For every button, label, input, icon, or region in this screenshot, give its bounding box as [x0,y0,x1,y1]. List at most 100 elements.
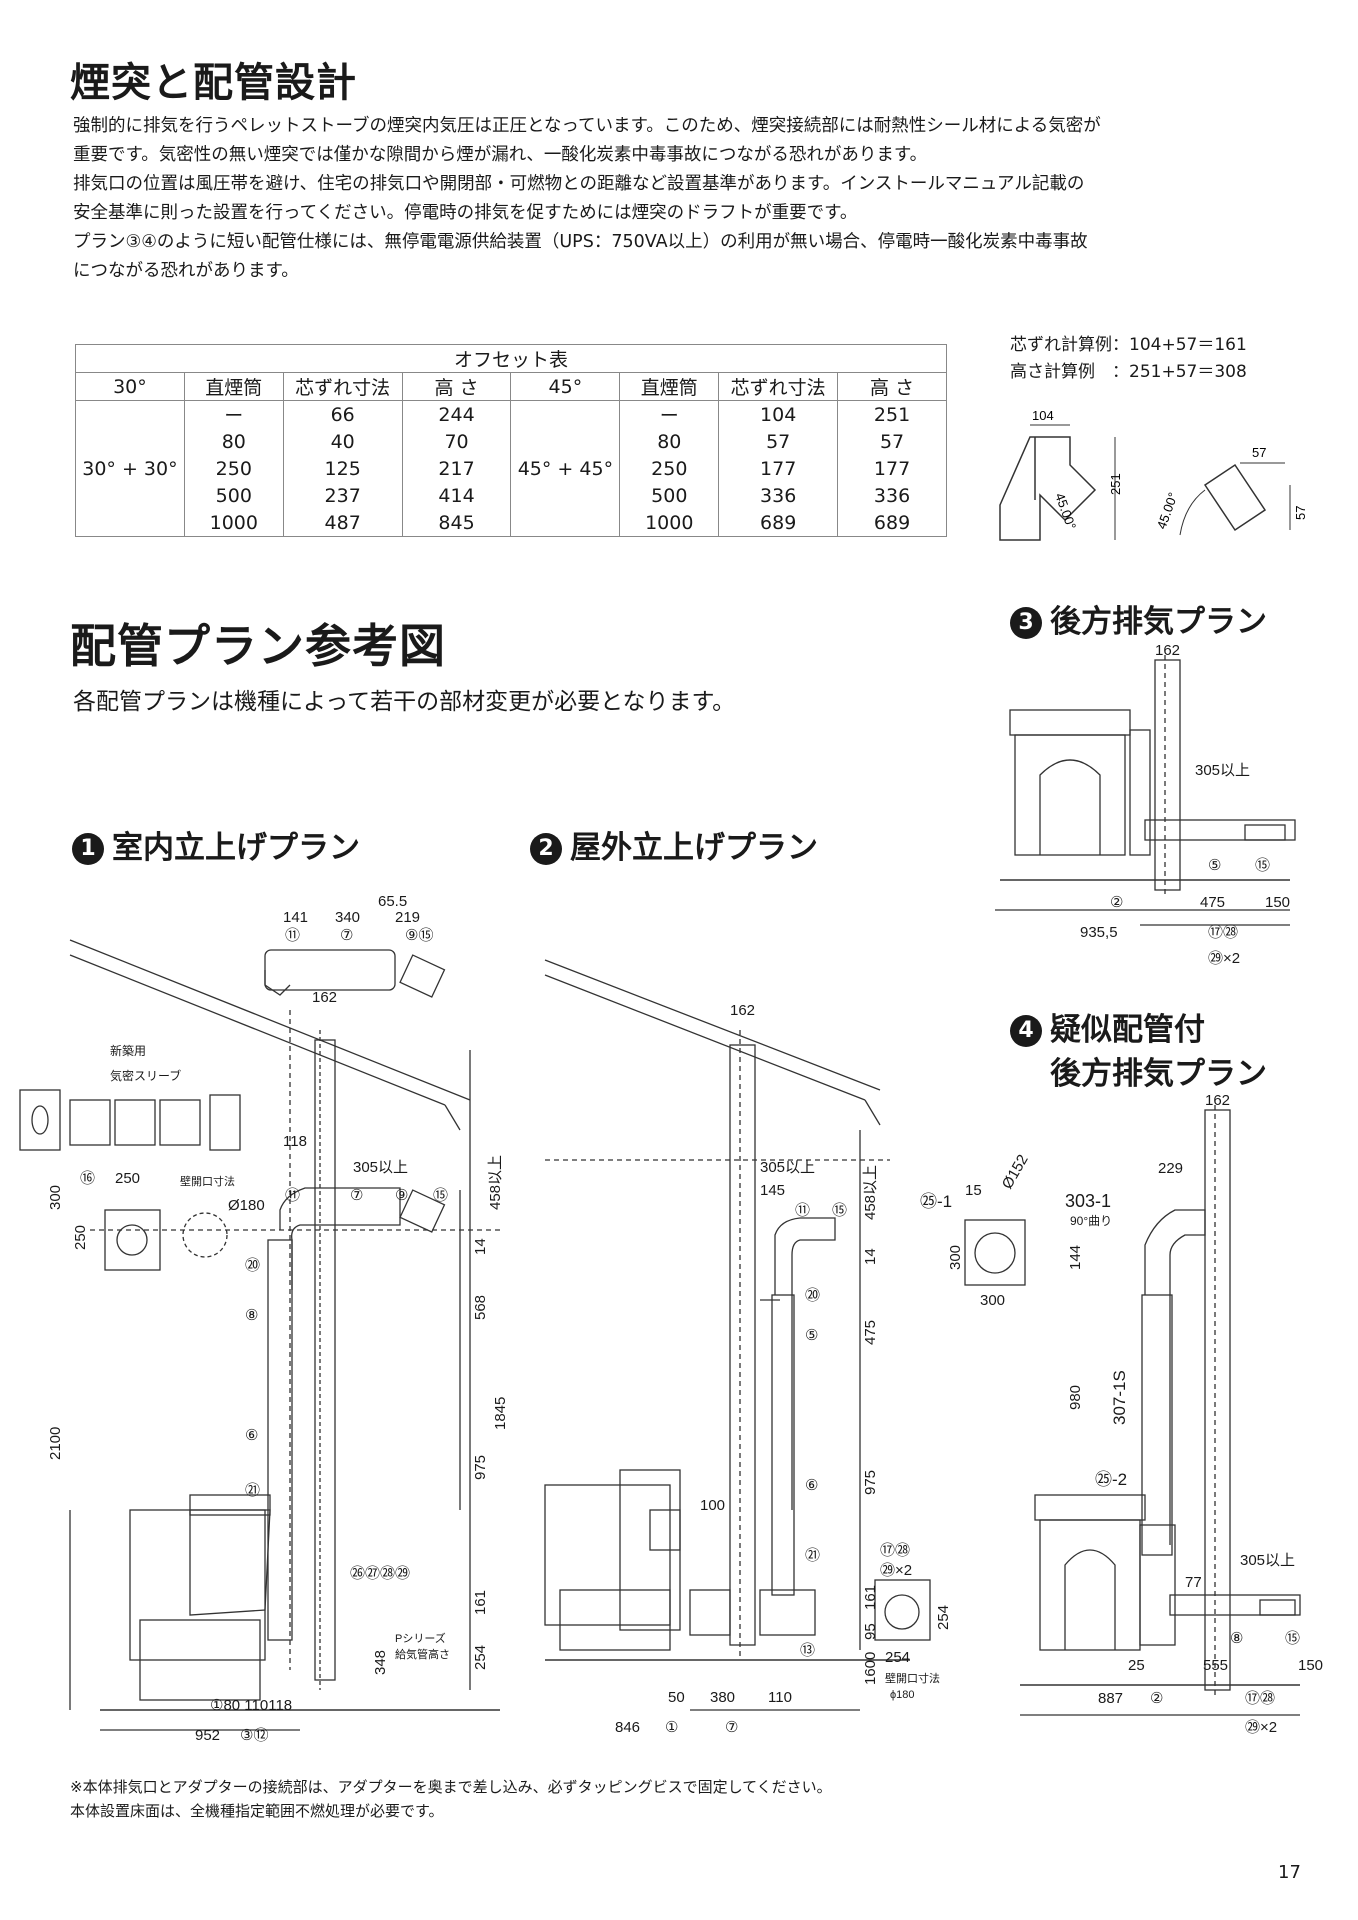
p4-c17-28: ⑰㉘ [1245,1690,1275,1707]
p1-pseries2: 給気管高さ [395,1647,450,1661]
p1-sleeve2: 気密スリーブ [110,1068,181,1083]
cell: 125 [282,455,403,482]
p2-d95: 95 [862,1623,879,1640]
p1-d1845: 1845 [492,1397,509,1430]
p1-c7: ⑦ [340,927,353,944]
p3-c15: ⑮ [1255,857,1270,874]
p1-c3-12: ③⑫ [240,1727,268,1744]
notes: ※本体排気口とアダプターの接続部は、アダプターを奥まで差し込み、必ずタッピングビ… [70,1775,832,1823]
p4-d150: 150 [1298,1657,1323,1674]
p2-c13: ⑬ [800,1642,815,1659]
p1-d340: 340 [335,909,360,926]
p1-d975: 975 [472,1455,489,1480]
p2-d161: 161 [862,1585,879,1610]
plan1-title-text: 室内立上げプラン [112,830,360,866]
p4-bend90: 90°曲り [1070,1214,1112,1228]
p1-d65: 65.5 [378,893,407,910]
p4-d300v: 300 [947,1245,964,1270]
cell: 244 [401,400,512,428]
p4-d305: 305以上 [1240,1552,1295,1569]
p1-sleeve1: 新築用 [110,1043,146,1058]
p2-c17-28: ⑰㉘ [880,1542,910,1559]
p1-d161: 161 [472,1590,489,1615]
cell: 177 [718,455,839,482]
p1-d118: 118 [283,1133,307,1150]
p2-d110: 110 [768,1689,792,1706]
p1-c26-29: ㉖㉗㉘㉙ [350,1565,410,1582]
p2-c6: ⑥ [805,1477,818,1494]
p4-c29x2: ㉙×2 [1245,1719,1277,1736]
plan4-drawing: 162 ㉕-1 15 Ø152 229 303-1 90°曲り 300 300 … [920,1095,1323,1736]
p2-c29x2: ㉙×2 [880,1562,912,1579]
cell: 500 [619,482,720,509]
p4-c25-2: ㉕-2 [1095,1470,1127,1489]
calc-height: 高さ計算例 ：251+57＝308 [1010,362,1247,382]
p2-d975: 975 [862,1470,879,1495]
p3-d162: 162 [1155,645,1180,659]
cell: 250 [183,455,284,482]
p1-c21: ㉑ [245,1482,260,1499]
p1-d952: 952 [195,1727,220,1744]
p4-d980: 980 [1067,1385,1084,1410]
plan4-title-line2: 後方排気プラン [1050,1056,1267,1092]
p1-d568: 568 [472,1295,489,1320]
intro-line-4: 安全基準に則った設置を行ってください。停電時の排気を促すためには煙突のドラフトが… [73,203,858,223]
p1-d14: 14 [472,1238,489,1255]
p4-c25-1: ㉕-1 [920,1192,952,1211]
offset-table: オフセット表 30° 直煙筒 芯ずれ寸法 高 さ 45° 直煙筒 芯ずれ寸法 高… [75,344,947,537]
plan3-number: 3 [1010,607,1042,639]
cell: 80 [619,428,720,455]
p1-c11: ⑪ [285,927,300,944]
intro-text: 強制的に排気を行うペレットストーブの煙突内気圧は正圧となっています。このため、煙… [73,112,1293,286]
plan2-drawing: 162 305以上 458以上 145 ⑪ ⑮ 14 ⑳ ⑤ 475 ⑥ 975… [544,959,950,1736]
cell: ー [183,400,284,428]
cell: 487 [282,509,403,537]
p4-d555: 555 [1203,1657,1228,1674]
cell: 414 [401,482,512,509]
cell: 217 [401,455,512,482]
p4-d25: 25 [1128,1657,1145,1674]
p4-d162: 162 [1205,1095,1230,1109]
p2-wall-open: 壁開口寸法 [885,1671,940,1685]
intro-line-3: 排気口の位置は風圧帯を避け、住宅の排気口や開閉部・可燃物との距離など設置基準があ… [73,174,1085,194]
p1-c6: ⑥ [245,1427,258,1444]
p1-d2100: 2100 [47,1427,64,1460]
offset-table-title: オフセット表 [75,344,947,373]
p2-d100: 100 [700,1497,725,1514]
cell: 689 [837,509,947,537]
header-height-30: 高 さ [401,372,512,401]
dim-251: 251 [1108,473,1123,495]
p2-c15: ⑮ [832,1202,847,1219]
plan1-drawing: 141 340 65.5 219 ⑪ ⑦ ⑨⑮ 162 新築用 気密スリーブ 1… [19,893,509,1744]
p2-d162: 162 [730,1002,755,1019]
angle-2: 45.00° [1154,490,1181,531]
p2-c11: ⑪ [795,1202,810,1219]
header-height-45: 高 さ [837,372,947,401]
cell: 80 [183,428,284,455]
p3-d935: 935,5 [1080,924,1118,941]
p1-c15b: ⑮ [433,1187,448,1204]
p1-d250: 250 [115,1170,140,1187]
p4-d15: 15 [965,1182,982,1199]
p1-d348: 348 [372,1650,389,1675]
p2-phi180: ϕ180 [890,1689,915,1701]
p2-d305: 305以上 [760,1159,815,1176]
dim-57v: 57 [1293,506,1308,520]
cell: 1000 [183,509,284,537]
plan1-number: 1 [72,833,104,865]
plan2-number: 2 [530,833,562,865]
cell: 66 [282,400,403,428]
cell: 57 [718,428,839,455]
p2-d254h: 254 [885,1649,910,1666]
cell: 250 [619,455,720,482]
plan2-title-text: 屋外立上げプラン [570,830,818,866]
p2-d254v: 254 [935,1605,950,1630]
p1-d162: 162 [312,989,337,1006]
group-45: 45° + 45° [510,400,621,537]
cell: 70 [401,428,512,455]
p3-c2: ② [1110,894,1123,911]
p4-d144: 144 [1067,1245,1084,1270]
p3-d305: 305以上 [1195,762,1250,779]
